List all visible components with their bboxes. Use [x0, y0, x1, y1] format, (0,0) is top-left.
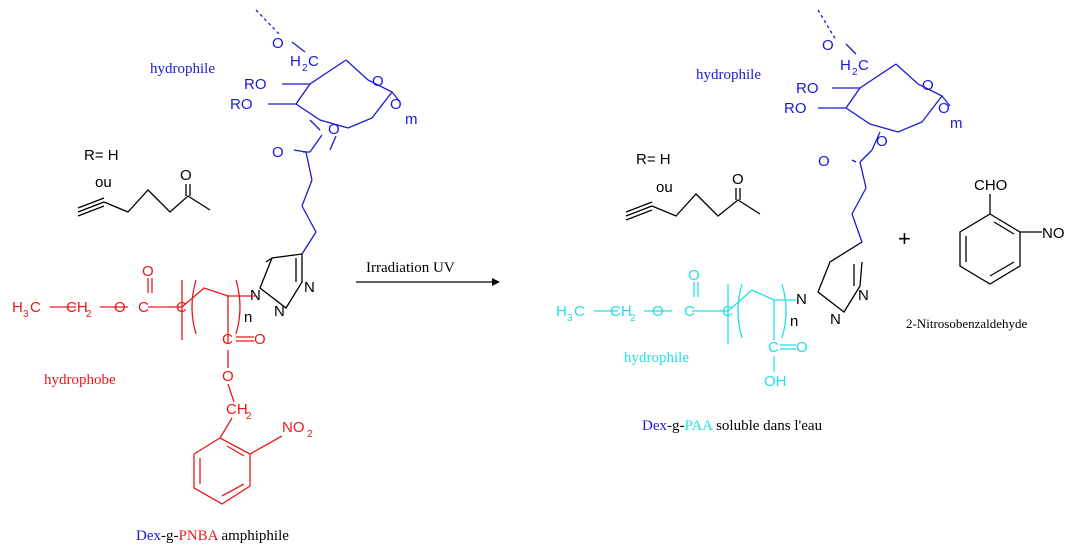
hexynone-left	[77, 184, 211, 217]
dextran-right	[817, 9, 951, 243]
svg-text:N: N	[830, 311, 841, 328]
ou-right: ou	[656, 179, 673, 196]
svg-text:2: 2	[246, 411, 252, 422]
svg-text:C: C	[722, 303, 733, 320]
triazole-right-text: N N N	[796, 287, 869, 328]
svg-text:H: H	[840, 57, 851, 74]
plus-sign: +	[898, 226, 911, 251]
svg-text:2: 2	[86, 309, 92, 320]
svg-text:N: N	[796, 291, 807, 308]
svg-text:3: 3	[567, 313, 573, 324]
hexynone-right	[625, 188, 761, 221]
h2c-sub: 2	[302, 63, 308, 74]
svg-text:RO: RO	[784, 100, 807, 117]
label-hydrophobe: hydrophobe	[44, 372, 116, 388]
svg-text:H: H	[556, 303, 567, 320]
pnba-chain	[50, 278, 283, 505]
svg-text:O: O	[652, 303, 664, 320]
svg-text:C: C	[768, 339, 779, 356]
pnba-text: H 3 C CH 2 O C O C C O O CH 2 NO 2	[12, 263, 313, 440]
svg-text:2: 2	[307, 429, 313, 440]
h2c-c: C	[308, 53, 319, 70]
caption-left: Dex-g-PNBA amphiphile	[136, 528, 289, 544]
svg-text:CH: CH	[610, 303, 632, 320]
arrow-label: Irradiation UV	[366, 260, 455, 276]
ro-lower: RO	[230, 96, 253, 113]
svg-text:O: O	[114, 299, 126, 316]
cho-group: CHO	[974, 177, 1007, 194]
r-definition-left: R= H	[84, 147, 119, 164]
svg-text:RO: RO	[796, 80, 819, 97]
svg-text:O: O	[688, 267, 700, 284]
svg-text:NO: NO	[282, 419, 305, 436]
svg-text:N: N	[858, 287, 869, 304]
carbonyl-o: O	[272, 144, 284, 161]
ring-o: O	[372, 73, 384, 90]
svg-text:O: O	[796, 339, 808, 356]
caption-right: Dex-g-PAA soluble dans l'eau	[642, 418, 823, 434]
svg-text:2: 2	[630, 313, 636, 324]
svg-text:CH: CH	[66, 299, 88, 316]
paa-text: H 3 C CH 2 O C O C C O OH	[556, 267, 808, 390]
repeat-n-right: n	[790, 313, 798, 330]
svg-text:C: C	[222, 331, 233, 348]
svg-text:O: O	[822, 37, 834, 54]
svg-text:O: O	[922, 77, 934, 94]
svg-text:C: C	[176, 299, 187, 316]
arrow-head	[492, 278, 500, 286]
svg-text:O: O	[142, 263, 154, 280]
svg-text:N: N	[304, 279, 315, 296]
h2c-h: H	[290, 53, 301, 70]
ester-o: O	[328, 121, 340, 138]
svg-text:C: C	[30, 299, 41, 316]
svg-text:O: O	[254, 331, 266, 348]
ou-left: ou	[95, 174, 112, 191]
svg-text:C: C	[574, 303, 585, 320]
svg-text:2: 2	[852, 67, 858, 78]
repeat-m: m	[405, 111, 418, 128]
svg-text:O: O	[222, 368, 234, 385]
nitroso-name: 2-Nitrosobenzaldehyde	[906, 316, 1028, 331]
svg-text:m: m	[950, 115, 963, 132]
r-definition-right: R= H	[636, 151, 671, 168]
svg-text:CH: CH	[226, 401, 248, 418]
svg-text:C: C	[858, 57, 869, 74]
ketone-o-right: O	[732, 171, 744, 188]
svg-text:H: H	[12, 299, 23, 316]
triazole-left	[259, 253, 303, 309]
svg-text:C: C	[684, 303, 695, 320]
svg-text:3: 3	[23, 309, 29, 320]
ketone-o-left: O	[180, 167, 192, 184]
label-hydrophile-right: hydrophile	[696, 67, 761, 83]
svg-text:C: C	[138, 299, 149, 316]
glycosidic-o: O	[272, 35, 284, 52]
nitrosobenzaldehyde	[959, 194, 1042, 285]
repeat-n-left: n	[244, 309, 252, 326]
svg-text:N: N	[274, 303, 285, 320]
dextran-left-text: O H 2 C O RO RO O m O O	[230, 35, 418, 161]
dextran-right-text: O H 2 C O RO RO O m O O	[784, 37, 963, 170]
svg-text:O: O	[938, 100, 950, 117]
svg-text:O: O	[818, 153, 830, 170]
dextran-left	[255, 9, 401, 255]
svg-text:OH: OH	[764, 373, 787, 390]
anomeric-o: O	[390, 96, 402, 113]
triazole-left-text: N N N	[250, 279, 315, 320]
svg-text:O: O	[876, 133, 888, 150]
label-hydrophile-left: hydrophile	[150, 61, 215, 77]
no-group: NO	[1042, 225, 1065, 242]
label-hydrophile-paa: hydrophile	[624, 350, 689, 366]
paa-chain	[594, 282, 796, 372]
ro-upper: RO	[244, 76, 267, 93]
triazole-right	[817, 241, 863, 313]
